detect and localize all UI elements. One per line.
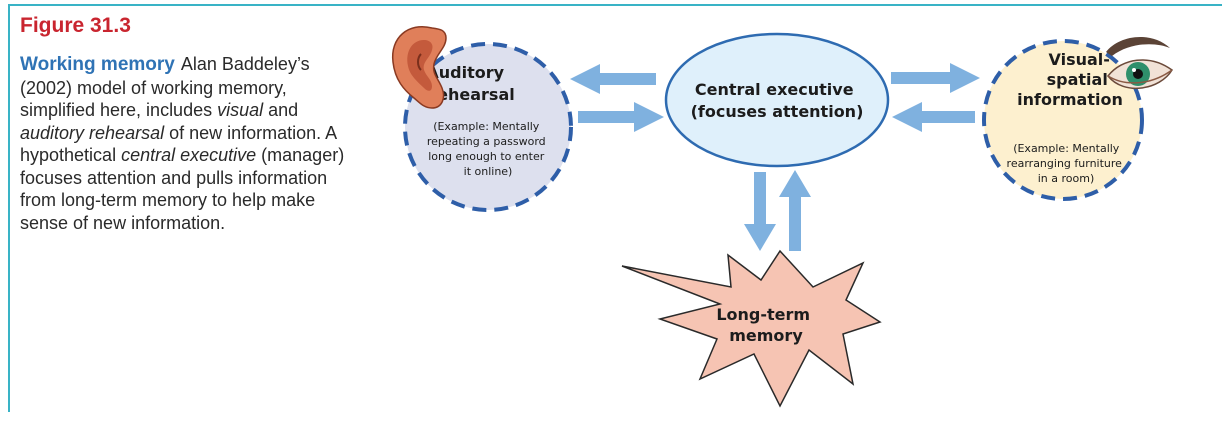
figure-number: Figure 31.3 — [20, 14, 131, 37]
longterm-line-1: Long-term — [716, 305, 810, 324]
caption-body: Alan Baddeley’s (2002) model of working … — [20, 54, 344, 233]
auditory-example: (Example: Mentally repeating a password … — [427, 120, 549, 178]
long-term-memory-label: Long-term memory — [716, 305, 815, 345]
visual-example-line-2: rearranging furniture — [1007, 157, 1123, 170]
central-line-2: (focuses attention) — [691, 102, 864, 121]
caption-part: of new information. A hypothetical — [20, 122, 337, 166]
central-executive-node — [664, 32, 890, 168]
arrow-central-to-auditory — [570, 64, 656, 94]
visual-title-line-3: information — [1017, 90, 1123, 109]
caption-part: (manager) focuses attention and pulls in… — [20, 145, 345, 233]
caption-part: Alan Baddeley’s (2002) model of working … — [20, 54, 310, 120]
central-line-1: Central executive — [695, 80, 854, 99]
frame-left-border — [8, 4, 10, 412]
arrows — [570, 63, 980, 251]
caption-title: Working memory — [20, 54, 175, 75]
auditory-title-line-2: rehearsal — [429, 85, 514, 104]
auditory-example-line-2: repeating a password — [427, 135, 546, 148]
visual-title-line-2: spatial — [1047, 70, 1108, 89]
arrow-central-to-visual — [891, 63, 980, 93]
auditory-title-line-1: Auditory — [426, 63, 504, 82]
visual-title: Visual- spatial information — [1017, 50, 1123, 109]
auditory-example-line-1: (Example: Mentally — [433, 120, 540, 133]
arrow-visual-to-central — [892, 102, 975, 132]
visual-title-line-1: Visual- — [1049, 50, 1110, 69]
frame-top-border — [8, 4, 1222, 6]
caption-part: central executive — [121, 145, 257, 165]
auditory-title: Auditory rehearsal — [426, 63, 514, 104]
arrow-longterm-to-central — [779, 170, 811, 251]
long-term-memory-node — [621, 249, 882, 408]
caption-part: visual — [217, 100, 264, 120]
arrow-central-to-longterm — [744, 172, 776, 251]
caption-part: and — [263, 100, 299, 120]
visual-example-line-3: in a room) — [1038, 172, 1095, 185]
eye-icon — [1106, 36, 1173, 90]
auditory-example-line-4: it online) — [464, 165, 513, 178]
longterm-line-2: memory — [729, 326, 803, 345]
ear-icon — [392, 26, 447, 109]
visual-example-line-1: (Example: Mentally — [1013, 142, 1120, 155]
auditory-rehearsal-node — [403, 42, 573, 212]
caption-part: auditory rehearsal — [20, 122, 165, 143]
visual-example: (Example: Mentally rearranging furniture… — [1007, 142, 1126, 185]
central-executive-label: Central executive (focuses attention) — [691, 80, 864, 121]
visual-spatial-node — [982, 39, 1144, 201]
arrow-auditory-to-central — [578, 102, 664, 132]
auditory-example-line-3: long enough to enter — [428, 150, 544, 163]
